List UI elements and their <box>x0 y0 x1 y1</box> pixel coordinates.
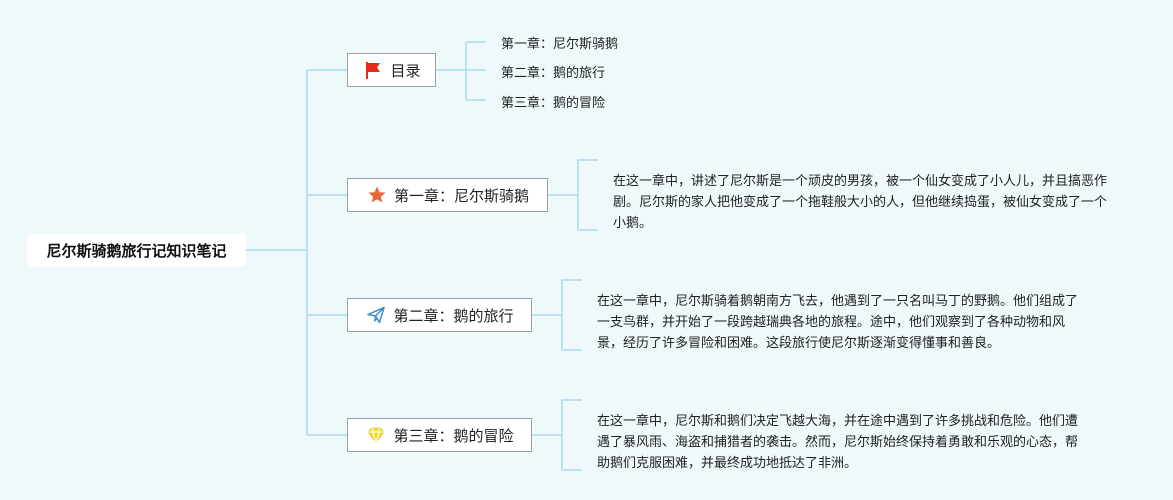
toc-item-3[interactable]: 第三章：鹅的冒险 <box>501 96 606 111</box>
branch-chapter-1[interactable]: 第一章：尼尔斯骑鹅 <box>347 178 548 212</box>
branch-chapter-3[interactable]: 第三章：鹅的冒险 <box>347 418 532 452</box>
chapter-2-summary: 在这一章中，尼尔斯骑着鹅朝南方飞去，他遇到了一只名叫马丁的野鹅。他们组成了一支鸟… <box>597 294 1079 351</box>
branch-toc-label: 目录 <box>390 61 421 80</box>
branch-chapter-1-label: 第一章：尼尔斯骑鹅 <box>393 186 529 205</box>
chapter-1-summary: 在这一章中，讲述了尼尔斯是一个顽皮的男孩，被一个仙女变成了小人儿，并且搞恶作剧。… <box>613 174 1108 231</box>
yellow-diamond-icon <box>365 424 387 446</box>
branch-chapter-2[interactable]: 第二章：鹅的旅行 <box>347 298 532 332</box>
chapter-3-summary: 在这一章中，尼尔斯和鹅们决定飞越大海，并在途中遇到了许多挑战和危险。他们遭遇了暴… <box>597 414 1079 471</box>
toc-item-1[interactable]: 第一章：尼尔斯骑鹅 <box>501 37 619 52</box>
root-title: 尼尔斯骑鹅旅行记知识笔记 <box>46 242 227 260</box>
branch-chapter-2-label: 第二章：鹅的旅行 <box>393 306 514 325</box>
red-flag-icon <box>362 59 384 81</box>
orange-star-icon <box>366 184 388 206</box>
paper-plane-icon <box>365 304 387 326</box>
branch-chapter-3-label: 第三章：鹅的冒险 <box>393 426 514 445</box>
branch-toc[interactable]: 目录 <box>347 53 436 87</box>
root-topic[interactable]: 尼尔斯骑鹅旅行记知识笔记 <box>27 234 246 267</box>
toc-item-2[interactable]: 第二章：鹅的旅行 <box>501 66 606 81</box>
